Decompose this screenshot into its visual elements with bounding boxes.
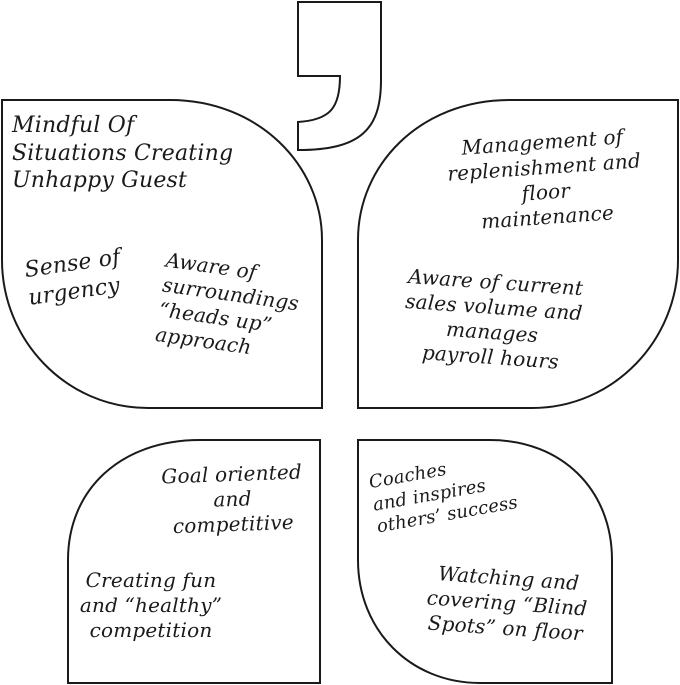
note-aware-of-surroundings: Aware of surroundings “heads up” approac… — [153, 247, 301, 360]
note-goal-oriented: Goal oriented and competitive — [160, 459, 303, 539]
note-management-of-replenishment: Management of replenishment and floor ma… — [446, 124, 642, 234]
bottom-left-leaf-shape — [67, 439, 321, 684]
stem-shape — [297, 1, 382, 152]
bottom-right-leaf-shape — [357, 439, 613, 684]
note-watching-and-covering: Watching and covering “Blind Spots” on f… — [426, 561, 589, 646]
top-right-leaf-shape — [357, 99, 679, 409]
top-left-leaf-shape — [0, 99, 323, 409]
note-mindful-of-situations: Mindful Of Situations Creating Unhappy G… — [12, 113, 234, 193]
note-aware-of-current-sales: Aware of current sales volume and manage… — [404, 264, 584, 374]
note-creating-fun: Creating fun and “healthy” competition — [79, 568, 223, 642]
